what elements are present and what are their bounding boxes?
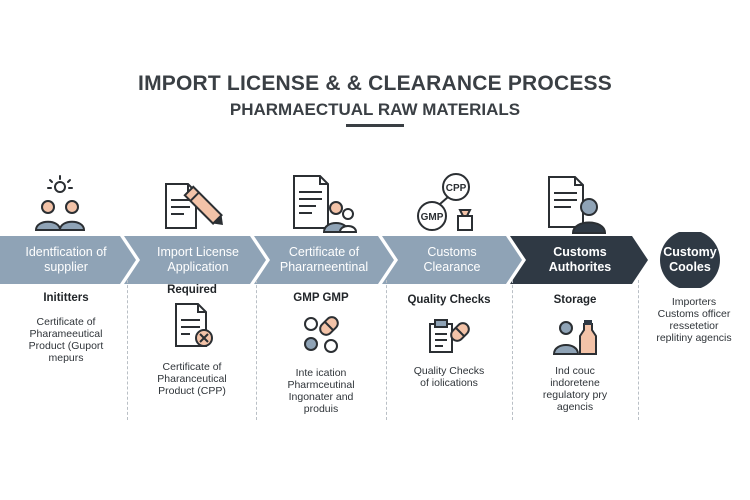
column-heading: Quality Checks [407, 294, 491, 306]
description-line: Certificate of [36, 316, 96, 328]
column-heading: GMP GMP [293, 292, 349, 304]
document-x-icon [175, 303, 213, 347]
step-label-2-line-2: Application [167, 260, 229, 274]
person-bottle-icon [552, 320, 597, 355]
document-officer-icon [548, 176, 607, 234]
cpp-gmp-badges-icon: CPP GMP [417, 173, 473, 231]
description-line: Inte ication [295, 367, 347, 379]
step-label-6-line-1: Customy [663, 245, 717, 259]
column-5: Storage Ind couc indoretene regulatory p… [516, 294, 634, 413]
column-heading: Storage [553, 294, 597, 306]
step-chevron-2 [124, 236, 266, 284]
description-line: indoretene [550, 377, 600, 389]
column-description: Certificate of Pharameeutical Product (G… [8, 316, 124, 364]
description-line: Product (Guport [28, 340, 104, 352]
column-description: Importers Customs officer ressetetior re… [642, 296, 746, 344]
step-label-5-line-2: Authorites [548, 260, 612, 274]
step-chevron-4 [382, 236, 522, 284]
description-line: Customs officer [657, 308, 731, 320]
people-bulb-icon [34, 175, 86, 231]
column-divider [512, 280, 513, 420]
title-block: IMPORT LICENSE & & CLEARANCE PROCESS PHA… [0, 72, 750, 120]
step-label-2-line-1: Import License [157, 245, 239, 259]
step-label-1-line-1: Identfication of [25, 245, 107, 259]
gmp-badge-text: GMP [421, 212, 444, 223]
column-divider [127, 280, 128, 420]
column-description: Ind couc indoretene regulatory pry agenc… [516, 365, 634, 413]
column-description: Quality Checks of iolications [390, 365, 508, 389]
description-line: mepurs [48, 352, 84, 364]
step-label-6-line-2: Cooles [669, 260, 711, 274]
column-heading: Inititters [43, 292, 89, 304]
column-divider [256, 280, 257, 420]
column-6: Importers Customs officer ressetetior re… [642, 296, 746, 344]
column-3: GMP GMP Inte ication Pharmceutinal Ingon… [260, 292, 382, 415]
description-line: Pharameeutical [29, 328, 103, 340]
column-1: Inititters Certificate of Pharameeutical… [8, 292, 124, 364]
description-line: Pharanceutical [157, 373, 227, 385]
column-heading: Required [167, 284, 217, 296]
page-title: IMPORT LICENSE & & CLEARANCE PROCESS [138, 72, 612, 95]
description-line: Pharmceutinal [287, 379, 355, 391]
description-line: agencis [556, 401, 594, 413]
description-line: Ind couc [555, 365, 595, 377]
cpp-badge-text: CPP [446, 183, 467, 194]
pills-icon [304, 316, 339, 353]
step-label-3-line-2: Phararneentinal [279, 260, 369, 274]
step-icons-row: CPP GMP [0, 170, 750, 240]
description-line: Importers [671, 296, 717, 308]
description-line: replitiny agencis [656, 332, 732, 344]
description-line: Ingonater and [288, 391, 354, 403]
step-label-4-line-2: Clearance [423, 260, 481, 274]
description-line: Quality Checks [413, 365, 485, 377]
step-circle-6 [660, 232, 720, 288]
description-line: Product (CPP) [158, 385, 226, 397]
column-divider [638, 280, 639, 420]
column-description: Inte ication Pharmceutinal Ingonater and… [260, 367, 382, 415]
column-description: Certificate of Pharanceutical Product (C… [132, 361, 252, 397]
document-people-icon [293, 175, 358, 233]
document-pen-icon [165, 183, 223, 229]
description-line: produis [303, 403, 339, 415]
step-chevron-1 [0, 236, 136, 284]
column-divider [386, 280, 387, 420]
process-chevron-band [0, 232, 720, 288]
clipboard-pill-icon [429, 319, 470, 353]
description-line: regulatory pry [542, 389, 608, 401]
step-label-1-line-2: supplier [44, 260, 88, 274]
description-line: Certificate of [162, 361, 222, 373]
description-line: ressetetior [669, 320, 719, 332]
step-chevron-3 [254, 236, 394, 284]
step-label-5-line-1: Customs [553, 245, 607, 259]
column-2: Required Certificate of Pharanceutical P… [132, 284, 252, 397]
description-line: of iolications [420, 377, 478, 389]
step-label-3-line-1: Certificate of [288, 245, 360, 259]
title-underline [346, 124, 404, 127]
step-chevron-5 [510, 236, 648, 284]
step-label-4-line-1: Customs [427, 245, 477, 259]
page-subtitle: PHARMAECTUAL RAW MATERIALS [229, 100, 521, 119]
column-4: Quality Checks Quality Checks of iolicat… [390, 294, 508, 389]
